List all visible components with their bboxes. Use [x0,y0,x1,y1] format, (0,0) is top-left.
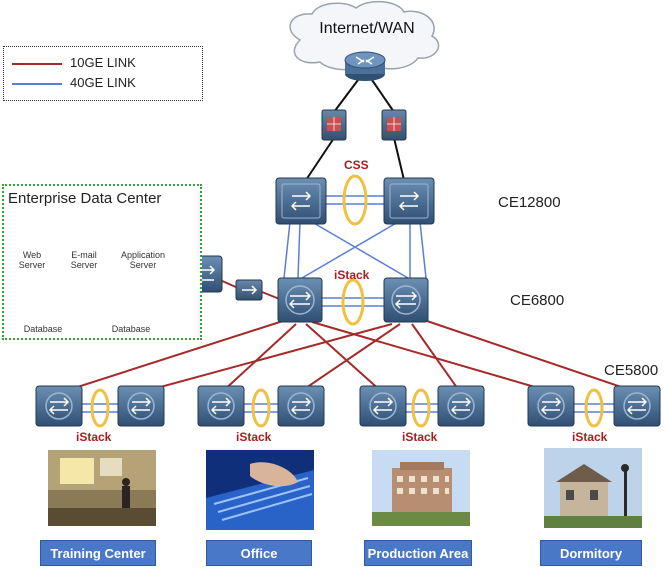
access-model-label: CE5800 [604,362,659,379]
aggregation-stack-link [322,297,384,307]
access-switch-icon [613,385,661,427]
production-area-photo [372,450,470,526]
aggregation-stack-label: iStack [334,268,370,282]
email-server-label: E-mail Server [70,250,98,270]
legend-label: 10GE LINK [70,55,136,70]
legend-label: 40GE LINK [70,75,136,90]
router-icon [344,51,386,81]
application-server-label: Application Server [120,250,166,270]
aggregation-switch-icon [277,277,323,323]
router-firewall-links [305,79,405,181]
aggregation-model-label: CE6800 [510,292,565,309]
aggregation-stack-ring [341,278,365,326]
access-switch-icon [117,385,165,427]
firewall-icon [321,109,347,141]
access-stack-ring [584,388,604,428]
core-aggregation-links [283,221,427,279]
access-switch-icon [359,385,407,427]
legend-swatch-10ge [12,63,62,65]
access-switch-icon [437,385,485,427]
data-center-group [2,184,202,340]
area-label-training-center: Training Center [40,540,156,566]
database-label: Database [23,324,63,334]
link-legend: 10GE LINK 40GE LINK [3,46,203,101]
access-stack-label: iStack [572,430,608,444]
core-stack-ring [342,174,368,226]
legend-swatch-40ge [12,83,62,85]
access-switch-icon [35,385,83,427]
core-switch-icon [383,177,435,225]
web-server-label: Web Server [18,250,46,270]
access-stack-links [82,403,616,413]
dormitory-photo [544,448,642,528]
area-label-production-area: Production Area [364,540,472,566]
access-stack-label: iStack [236,430,272,444]
internet-wan-label: Internet/WAN [319,20,415,37]
core-stack-label: CSS [344,158,369,172]
office-photo [206,450,314,530]
aggregation-access-links [61,319,637,393]
area-label-office: Office [206,540,312,566]
access-stack-label: iStack [76,430,112,444]
core-stack-link [326,195,384,205]
access-stack-ring [411,388,431,428]
firewall-icon [381,109,407,141]
core-switch-icon [275,177,327,225]
data-center-title: Enterprise Data Center [8,190,162,207]
aggregation-switch-icon [383,277,429,323]
access-stack-ring [251,388,271,428]
access-switch-icon [197,385,245,427]
training-center-photo [48,450,156,526]
access-switch-icon [527,385,575,427]
access-stack-label: iStack [402,430,438,444]
database-label: Database [111,324,151,334]
access-switch-icon [277,385,325,427]
area-label-dormitory: Dormitory [540,540,642,566]
internet-cloud-icon [289,0,440,71]
firewall-module-icon [235,279,263,301]
access-stack-ring [90,388,110,428]
core-model-label: CE12800 [498,194,561,211]
